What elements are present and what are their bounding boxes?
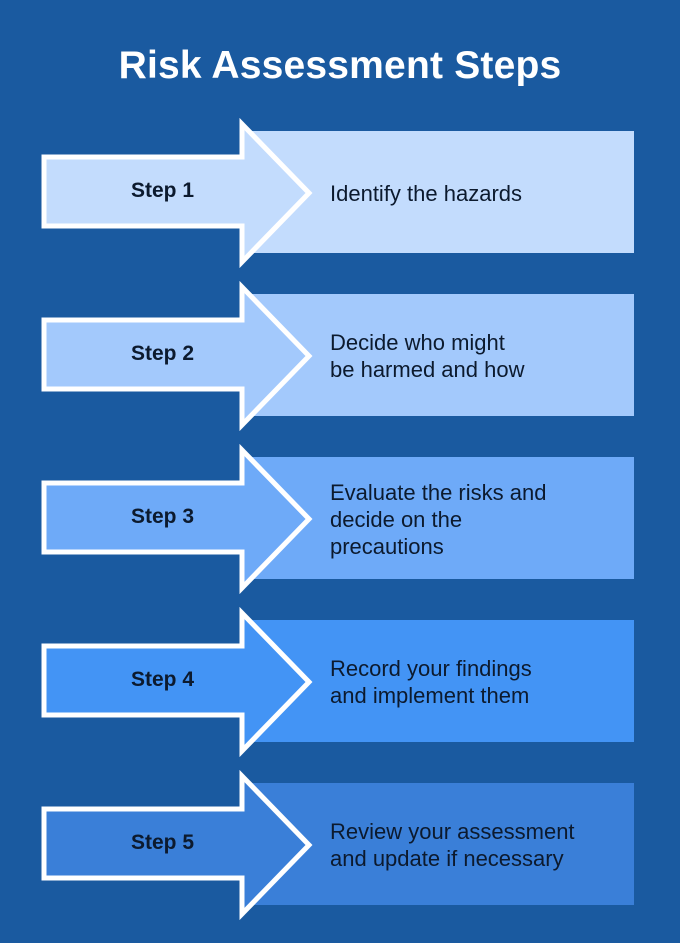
step-3-arrow — [41, 443, 634, 595]
step-4-label: Step 4 — [130, 668, 195, 691]
step-3: Step 3 Evaluate the risks and decide on … — [0, 443, 680, 595]
step-4-arrow-shape — [41, 606, 313, 758]
page-title: Risk Assessment Steps — [118, 44, 562, 87]
step-3-description-text: Evaluate the risks and decide on the pre… — [330, 479, 547, 559]
step-1-arrow-shape — [41, 117, 313, 269]
step-4-description-text: Record your findings and implement them — [330, 656, 532, 708]
step-2: Step 2 Decide who might be harmed and ho… — [0, 280, 680, 432]
step-5: Step 5 Review your assessment and update… — [0, 769, 680, 921]
step-1-description-text: Identify the hazards — [330, 180, 523, 206]
step-2-description-text: Decide who might be harmed and how — [330, 330, 525, 382]
step-3-label: Step 3 — [130, 505, 195, 528]
step-2-arrow-shape — [41, 280, 313, 432]
step-3-description: Evaluate the risks and decide on the pre… — [330, 456, 630, 582]
step-1-arrow — [41, 117, 634, 269]
step-2-description: Decide who might be harmed and how — [330, 293, 630, 419]
step-1-label: Step 1 — [130, 179, 195, 202]
step-2-label: Step 2 — [130, 342, 195, 365]
step-4-arrow — [41, 606, 634, 758]
step-1: Step 1 Identify the hazards — [0, 117, 680, 269]
step-5-arrow-shape — [41, 769, 313, 921]
step-5-arrow — [41, 769, 634, 921]
step-4-description: Record your findings and implement them — [330, 619, 630, 745]
step-4: Step 4 Record your findings and implemen… — [0, 606, 680, 758]
step-2-arrow — [41, 280, 634, 432]
step-5-description-text: Review your assessment and update if nec… — [330, 819, 575, 871]
step-1-description: Identify the hazards — [330, 130, 630, 256]
step-3-arrow-shape — [41, 443, 313, 595]
step-5-label: Step 5 — [130, 831, 195, 854]
step-5-description: Review your assessment and update if nec… — [330, 782, 630, 908]
